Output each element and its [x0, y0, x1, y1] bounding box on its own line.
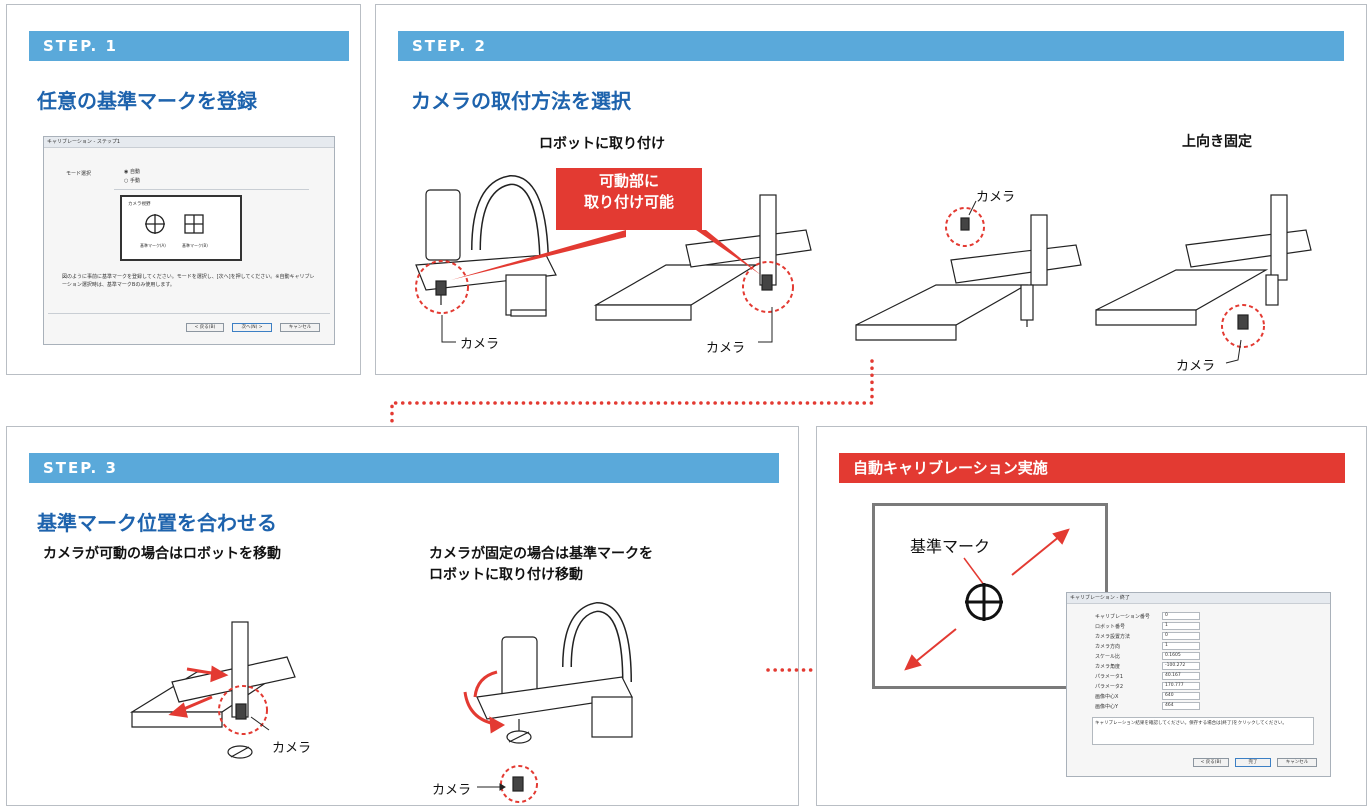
- result-row-value: 40.167: [1162, 672, 1200, 680]
- mode-label: モード選択: [66, 171, 92, 177]
- step2-illustration: [415, 174, 1312, 364]
- step3-sub-right2: ロボットに取り付け移動: [429, 567, 583, 583]
- callout-line1: 可動部に: [598, 172, 659, 190]
- camera-label: カメラ: [432, 783, 472, 798]
- step3-bar: STEP. 3: [29, 453, 779, 483]
- camera-label: カメラ: [706, 341, 746, 356]
- back-button[interactable]: < 戻る(B): [1193, 758, 1229, 767]
- radio-auto[interactable]: ◉ 自動: [124, 169, 140, 175]
- result-row-value: 170.777: [1162, 682, 1200, 690]
- camera-label: カメラ: [460, 337, 500, 352]
- result-row-value: 1: [1162, 622, 1200, 630]
- radio-auto-label: 自動: [129, 169, 140, 175]
- divider: [114, 189, 309, 190]
- dialog-title: キャリブレーション - ステップ1: [44, 137, 334, 148]
- result-row-label: カメラ設置方法: [1095, 634, 1131, 640]
- result-row-value: 640: [1162, 692, 1200, 700]
- result-row-label: カメラ角度: [1095, 664, 1121, 670]
- camera-label: カメラ: [272, 741, 312, 756]
- camera-view-box: カメラ視野 基準マーク(A) 基準マーク(B): [120, 195, 242, 261]
- mark1-label: 基準マーク(A): [140, 243, 166, 248]
- result-dialog: キャリブレーション - 終了 キャリブレーション番号 0 ロボット番号 1 カメラ設置方…: [1066, 592, 1331, 777]
- result-row-label: キャリブレーション番号: [1095, 614, 1150, 620]
- mark-circle-icon: [145, 214, 165, 234]
- result-row-value: -100.272: [1162, 662, 1200, 670]
- result-row-label: パラメータ1: [1095, 674, 1124, 680]
- dialog-note: 図のように事前に基準マークを登録してください。モードを選択し、[次へ]を押してく…: [62, 274, 315, 288]
- mark-circle-icon: [904, 528, 1070, 671]
- result-row-label: 画像中心Y: [1095, 704, 1119, 710]
- step3-illustration: [129, 601, 633, 803]
- step2-bar: STEP. 2: [398, 31, 1344, 61]
- step2-panel: STEP. 2 カメラの取付方法を選択 ロボットに取り付け 上向き固定: [375, 4, 1367, 375]
- step2-sub-up: 上向き固定: [1182, 134, 1252, 150]
- mark2-label: 基準マーク(B): [182, 243, 208, 248]
- step1-panel: STEP. 1 任意の基準マークを登録 キャリブレーション - ステップ1 モー…: [6, 4, 361, 375]
- step1-dialog: キャリブレーション - ステップ1 モード選択 ◉ 自動 ○ 手動 カメラ視野 …: [43, 136, 335, 345]
- auto-panel: 自動キャリブレーション実施 基準マーク キャリブレーション - 終了 キャリブレ…: [816, 426, 1367, 806]
- result-row-label: カメラ方向: [1095, 644, 1121, 650]
- result-row-value: 0: [1162, 612, 1200, 620]
- step2-title: カメラの取付方法を選択: [411, 89, 631, 113]
- result-row-label: 画像中心X: [1095, 694, 1119, 700]
- mark-square-icon: [184, 214, 204, 234]
- callout-line2: 取り付け可能: [583, 193, 674, 211]
- radio-manual[interactable]: ○ 手動: [124, 178, 140, 184]
- mark-label: 基準マーク: [910, 537, 991, 556]
- result-row-value: 0: [1162, 632, 1200, 640]
- step3-sub-right1: カメラが固定の場合は基準マークを: [429, 546, 653, 562]
- callout-movable: 可動部に 取り付け可能: [556, 168, 702, 230]
- step1-title: 任意の基準マークを登録: [37, 89, 257, 113]
- auto-bar: 自動キャリブレーション実施: [839, 453, 1345, 483]
- result-row-value: 464: [1162, 702, 1200, 710]
- step3-sub-left: カメラが可動の場合はロボットを移動: [43, 546, 281, 562]
- camera-view-label: カメラ視野: [128, 202, 151, 207]
- step2-sub-robot: ロボットに取り付け: [539, 136, 665, 152]
- cancel-button[interactable]: キャンセル: [1277, 758, 1317, 767]
- dialog-title: キャリブレーション - 終了: [1067, 593, 1330, 604]
- back-button[interactable]: < 戻る(B): [186, 323, 224, 332]
- camera-label: カメラ: [1176, 359, 1216, 374]
- finish-button[interactable]: 完了: [1235, 758, 1271, 767]
- step3-panel: STEP. 3 基準マーク位置を合わせる カメラが可動の場合はロボットを移動 カ…: [6, 426, 799, 806]
- result-note: キャリブレーション結果を確認してください。保存する場合は[終了]をクリックしてく…: [1092, 717, 1314, 745]
- result-row-value: 1: [1162, 642, 1200, 650]
- result-row-label: スケール比: [1095, 654, 1121, 660]
- step3-title: 基準マーク位置を合わせる: [37, 511, 277, 535]
- camera-label: カメラ: [976, 190, 1016, 205]
- result-row-value: 0.1605: [1162, 652, 1200, 660]
- dialog-divider: [48, 313, 330, 314]
- result-row-label: ロボット番号: [1095, 624, 1126, 630]
- step1-bar: STEP. 1: [29, 31, 349, 61]
- next-button[interactable]: 次へ(N) >: [232, 323, 272, 332]
- cancel-button[interactable]: キャンセル: [280, 323, 320, 332]
- radio-manual-label: 手動: [129, 178, 140, 184]
- result-row-label: パラメータ2: [1095, 684, 1124, 690]
